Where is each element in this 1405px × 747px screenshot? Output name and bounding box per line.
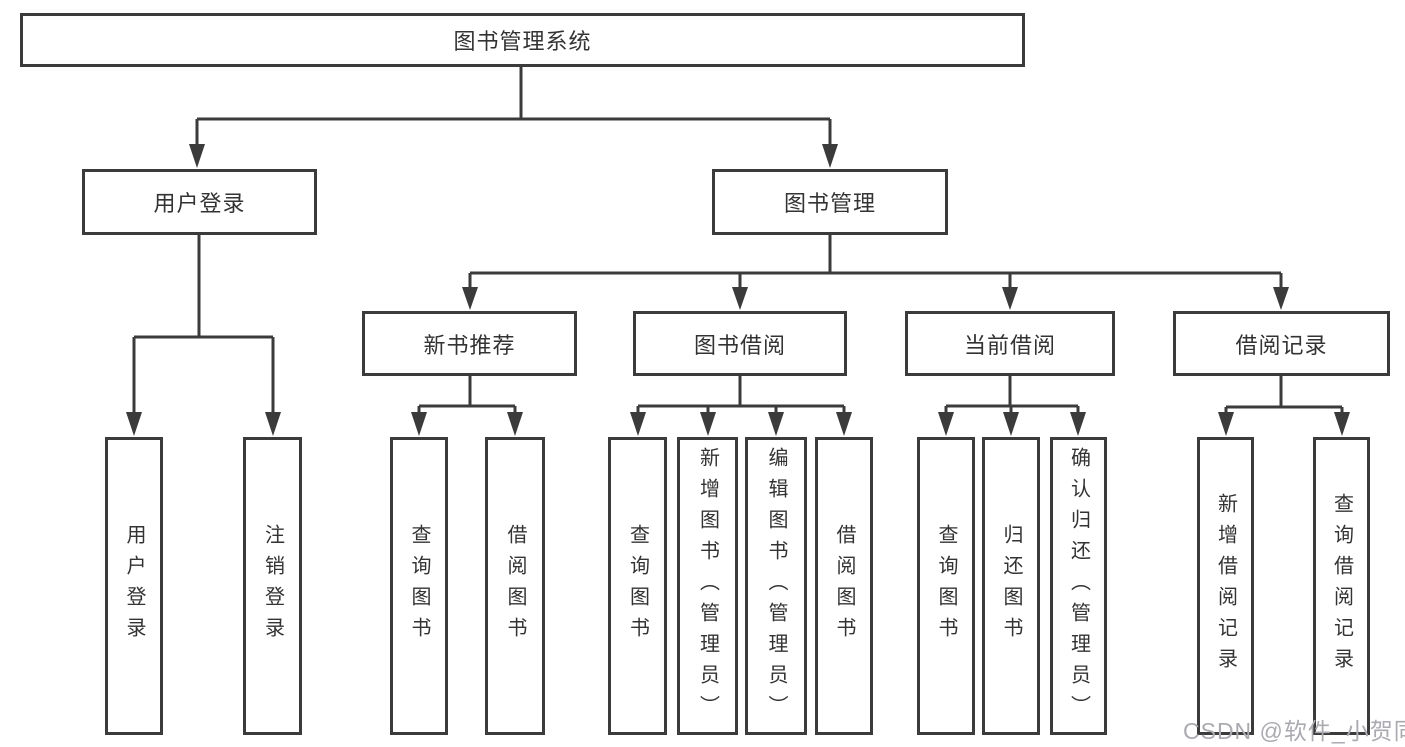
leaf-query-books-recommend: 查询图书 xyxy=(390,437,448,735)
node-label: 图书管理 xyxy=(783,191,876,216)
leaf-add-borrow-record: 新增借阅记录 xyxy=(1197,437,1254,735)
node-label: 当前借阅 xyxy=(963,332,1056,358)
node-label: 图书管理系统 xyxy=(453,29,592,54)
node-label: 确认归还（管理员） xyxy=(1067,446,1090,726)
node-label: 借阅图书 xyxy=(833,524,855,648)
leaf-query-books-current: 查询图书 xyxy=(917,437,975,735)
node-label: 查询图书 xyxy=(626,524,649,648)
node-label: 查询图书 xyxy=(935,524,957,648)
node-new-book-recommend: 新书推荐 xyxy=(362,311,577,376)
node-label: 编辑图书（管理员） xyxy=(765,446,787,726)
node-label: 注销登录 xyxy=(261,524,284,648)
leaf-user-login: 用户登录 xyxy=(105,437,163,735)
leaf-borrow-books: 借阅图书 xyxy=(815,437,873,735)
node-label: 查询借阅记录 xyxy=(1330,493,1353,679)
node-label: 图书借阅 xyxy=(693,332,786,358)
leaf-add-book-admin: 新增图书（管理员） xyxy=(677,437,738,735)
node-label: 新书推荐 xyxy=(423,332,516,358)
node-label: 归还图书 xyxy=(1000,524,1022,648)
csdn-watermark: CSDN @软件_小贺同学 xyxy=(1183,718,1405,744)
node-label: 新增图书（管理员） xyxy=(696,446,719,726)
leaf-borrow-books-recommend: 借阅图书 xyxy=(485,437,545,735)
leaf-confirm-return-admin: 确认归还（管理员） xyxy=(1050,437,1107,735)
node-book-management: 图书管理 xyxy=(712,169,948,235)
node-user-login: 用户登录 xyxy=(82,169,317,235)
node-label: 借阅记录 xyxy=(1235,332,1328,358)
node-label: 用户登录 xyxy=(123,524,145,648)
leaf-return-book: 归还图书 xyxy=(982,437,1040,735)
leaf-query-borrow-record: 查询借阅记录 xyxy=(1313,437,1370,735)
node-label: 查询图书 xyxy=(408,524,430,648)
node-book-borrow: 图书借阅 xyxy=(633,311,847,376)
node-label: 借阅图书 xyxy=(504,524,526,648)
node-system-root: 图书管理系统 xyxy=(20,13,1025,67)
leaf-logout: 注销登录 xyxy=(243,437,302,735)
node-current-borrow: 当前借阅 xyxy=(905,311,1115,376)
leaf-query-books-borrow: 查询图书 xyxy=(608,437,667,735)
leaf-edit-book-admin: 编辑图书（管理员） xyxy=(745,437,807,735)
node-label: 新增借阅记录 xyxy=(1214,493,1237,679)
node-borrow-records: 借阅记录 xyxy=(1173,311,1390,376)
node-label: 用户登录 xyxy=(153,191,246,216)
